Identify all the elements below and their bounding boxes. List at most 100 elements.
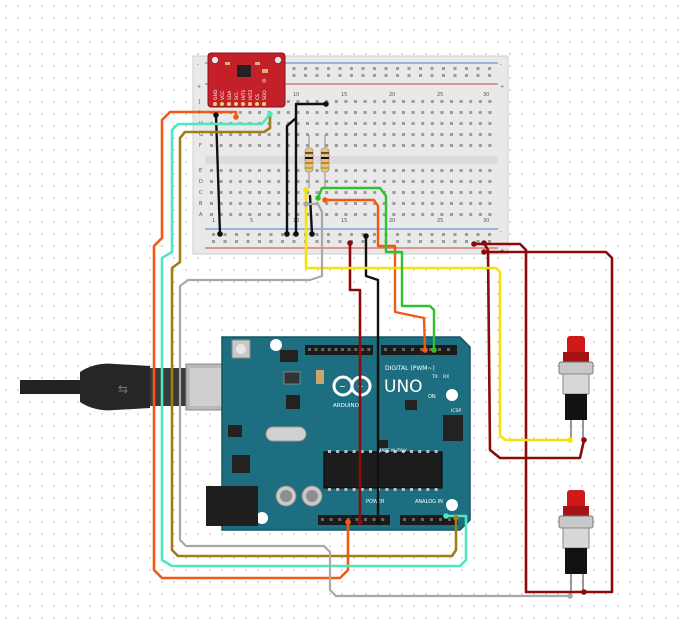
breadboard-hole: [488, 240, 491, 243]
breadboard-hole: [286, 191, 290, 194]
wire-vcc-olive[interactable]: [170, 112, 458, 558]
breadboard-hole: [296, 213, 300, 216]
wire-button-yellow[interactable]: [304, 188, 572, 442]
mcu-leg: [352, 488, 356, 491]
breadboard-hole: [258, 233, 261, 236]
breadboard-hole: [459, 144, 463, 147]
breadboard-hole: [411, 202, 415, 205]
breadboard-hole: [354, 100, 357, 103]
icsp-header-right: [443, 415, 463, 441]
reset-button[interactable]: [236, 344, 246, 354]
breadboard-hole: [327, 67, 330, 70]
breadboard-hole: [402, 180, 405, 183]
mcu-leg: [385, 488, 389, 491]
bb-col-num: 1: [212, 218, 215, 224]
breadboard-hole: [373, 191, 377, 194]
breadboard-hole: [421, 100, 425, 103]
breadboard-hole: [292, 240, 296, 243]
breadboard-hole: [210, 191, 213, 194]
breadboard-hole: [411, 100, 415, 103]
breadboard-hole: [421, 180, 425, 183]
header-pin: [372, 518, 376, 521]
breadboard-hole: [459, 100, 463, 103]
bb-row-letter: B: [199, 201, 203, 207]
breadboard-hole: [258, 133, 261, 136]
breadboard-hole: [442, 233, 445, 236]
breadboard-hole: [392, 191, 396, 194]
mcu-leg: [369, 450, 372, 453]
breadboard-hole: [286, 213, 290, 216]
bb-col-num: 15: [341, 92, 347, 98]
push-button-2[interactable]: [558, 490, 594, 594]
breadboard-hole: [430, 144, 434, 147]
breadboard-hole: [325, 144, 329, 147]
breadboard-hole: [488, 191, 492, 194]
breadboard-hole: [373, 133, 377, 136]
breadboard-hole: [325, 122, 329, 125]
bb-row-letter: D: [199, 179, 203, 185]
breadboard-hole: [363, 213, 367, 216]
mount-hole: [256, 512, 268, 524]
accelerometer-module[interactable]: ◎ GND VCC SDA SCL INT1 INT2 CS SDO: [207, 52, 286, 108]
breadboard-hole: [411, 122, 415, 125]
breadboard-hole: [223, 240, 227, 243]
push-button-1[interactable]: [558, 336, 594, 440]
breadboard-hole: [407, 240, 411, 243]
breadboard-hole: [361, 233, 365, 236]
breadboard-hole: [396, 240, 399, 243]
breadboard-hole: [334, 122, 338, 125]
icsp-header: [280, 350, 298, 362]
wire-gray[interactable]: [178, 202, 572, 598]
mcu-leg: [410, 450, 413, 453]
breadboard-hole: [246, 233, 250, 236]
resistor-2[interactable]: [320, 135, 330, 188]
breadboard-hole: [361, 240, 365, 243]
breadboard-hole: [210, 180, 213, 183]
breadboard-hole: [212, 233, 215, 236]
wire-5v-dark-red[interactable]: [348, 241, 614, 594]
header-pin: [411, 348, 414, 351]
breadboard-hole: [315, 111, 319, 114]
breadboard-hole: [229, 180, 233, 183]
breadboard-hole: [411, 213, 415, 216]
resistor-1[interactable]: [304, 135, 314, 188]
wire-sda-orange[interactable]: [152, 110, 350, 580]
breadboard-hole: [277, 180, 281, 183]
arduino-uno-board[interactable]: DIGITAL (PWM~) − + UNO ARDUINO ON TX RX …: [206, 336, 471, 531]
header-pin: [338, 518, 342, 521]
breadboard-hole: [306, 100, 309, 103]
breadboard-hole: [315, 213, 319, 216]
wire-scl-mint[interactable]: [160, 112, 468, 568]
wire-button-dark-red[interactable]: [482, 241, 586, 460]
wires: [152, 101, 614, 599]
breadboard-hole: [248, 213, 252, 216]
breadboard-hole: [430, 202, 434, 205]
mcu-leg: [418, 488, 422, 491]
breadboard-hole: [296, 169, 300, 172]
breadboard-hole: [392, 122, 396, 125]
header-pin: [321, 348, 325, 351]
dc-power-jack: [206, 486, 258, 526]
breadboard-hole: [235, 233, 238, 236]
breadboard-hole: [292, 74, 296, 77]
header-pin: [412, 518, 415, 521]
mcu-leg: [418, 450, 422, 453]
bb-col-num: 25: [437, 218, 443, 224]
breadboard-hole: [344, 202, 348, 205]
pin-label-sdo: SDO: [262, 90, 268, 100]
rx-label: RX: [443, 374, 449, 380]
wire-endpoint: [471, 241, 477, 247]
breadboard-hole: [373, 74, 376, 77]
breadboard-hole: [459, 122, 463, 125]
breadboard-hole: [286, 144, 290, 147]
breadboard-hole: [334, 133, 338, 136]
breadboard-hole: [450, 100, 453, 103]
bb-col-num: 30: [483, 218, 489, 224]
wire-green-d2[interactable]: [316, 186, 436, 352]
breadboard-hole: [325, 133, 329, 136]
breadboard-hole: [373, 233, 376, 236]
wire-gnd-black[interactable]: [214, 102, 380, 524]
breadboard-hole: [304, 74, 307, 77]
breadboard-hole: [478, 202, 482, 205]
usb-cable: ⇆: [20, 363, 227, 411]
